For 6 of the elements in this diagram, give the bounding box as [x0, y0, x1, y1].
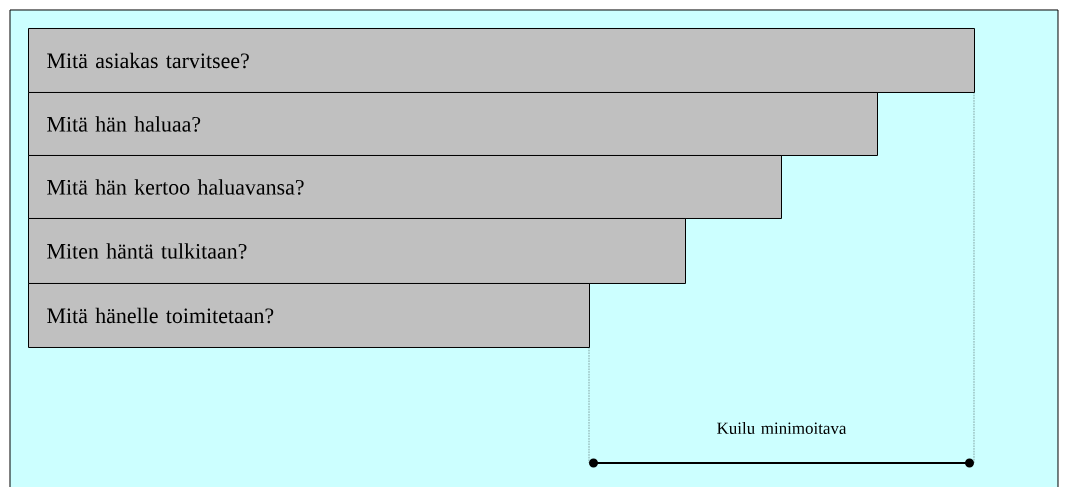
bar: Mitä asiakas tarvitsee?	[28, 28, 975, 93]
bar: Miten häntä tulkitaan?	[28, 218, 686, 284]
bar: Mitä hän kertoo haluavansa?	[28, 155, 782, 219]
bar: Mitä hänelle toimitetaan?	[28, 283, 590, 348]
dimension-label: Kuilu minimoitava	[717, 422, 847, 434]
bar: Mitä hän haluaa?	[28, 92, 878, 156]
